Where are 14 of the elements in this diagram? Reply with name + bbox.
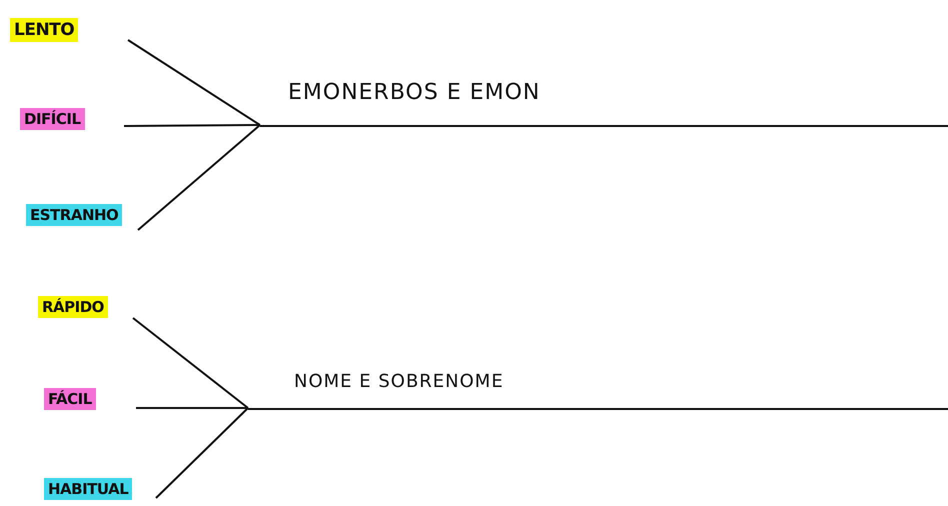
- highlighted-word: ESTRANHO: [26, 204, 122, 226]
- branch-label: NOME E SOBRENOME: [294, 371, 504, 392]
- connector-line: [155, 407, 249, 499]
- branch-label: EMONERBOS E EMON: [288, 80, 540, 105]
- highlighted-word: LENTO: [10, 18, 78, 42]
- connector-line: [124, 124, 260, 127]
- connector-line: [132, 317, 249, 409]
- connector-line: [137, 124, 261, 231]
- highlighted-word: DIFÍCIL: [20, 108, 85, 130]
- highlighted-word: HABITUAL: [44, 478, 132, 500]
- connector-line: [136, 407, 248, 409]
- highlighted-word: FÁCIL: [44, 388, 96, 410]
- connector-line: [127, 39, 261, 126]
- highlighted-word: RÁPIDO: [38, 296, 108, 318]
